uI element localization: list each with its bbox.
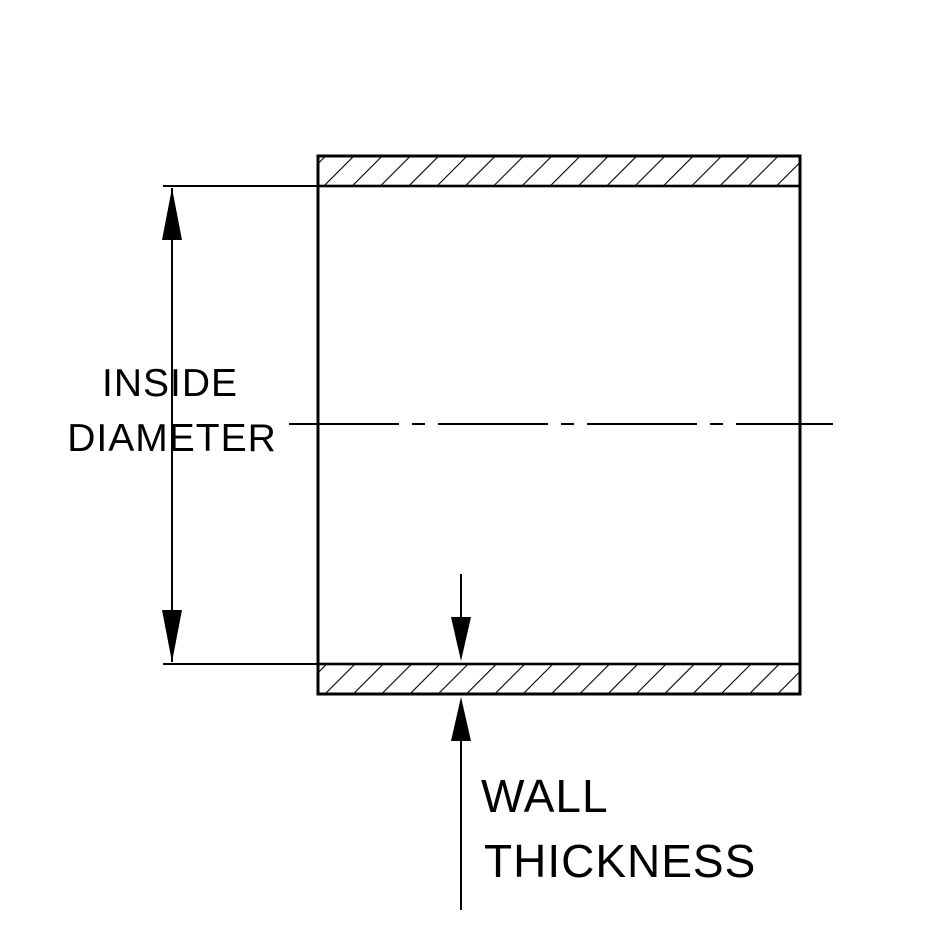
wall-thickness-label-line1: WALL: [481, 770, 609, 822]
inside-diameter-label-line2: DIAMETER: [67, 417, 277, 460]
wall-thickness-arrow-up-icon: [451, 697, 471, 741]
tube-bottom-wall-section: [316, 662, 802, 696]
inside-diameter-label-line1: INSIDE: [102, 362, 238, 405]
inside-diameter-arrow-up-icon: [162, 188, 182, 240]
wall-thickness-label-line2: THICKNESS: [484, 835, 756, 887]
tube-top-wall-section: [316, 154, 802, 188]
wall-thickness-arrow-down-icon: [451, 617, 471, 661]
inside-diameter-arrow-down-icon: [162, 610, 182, 662]
